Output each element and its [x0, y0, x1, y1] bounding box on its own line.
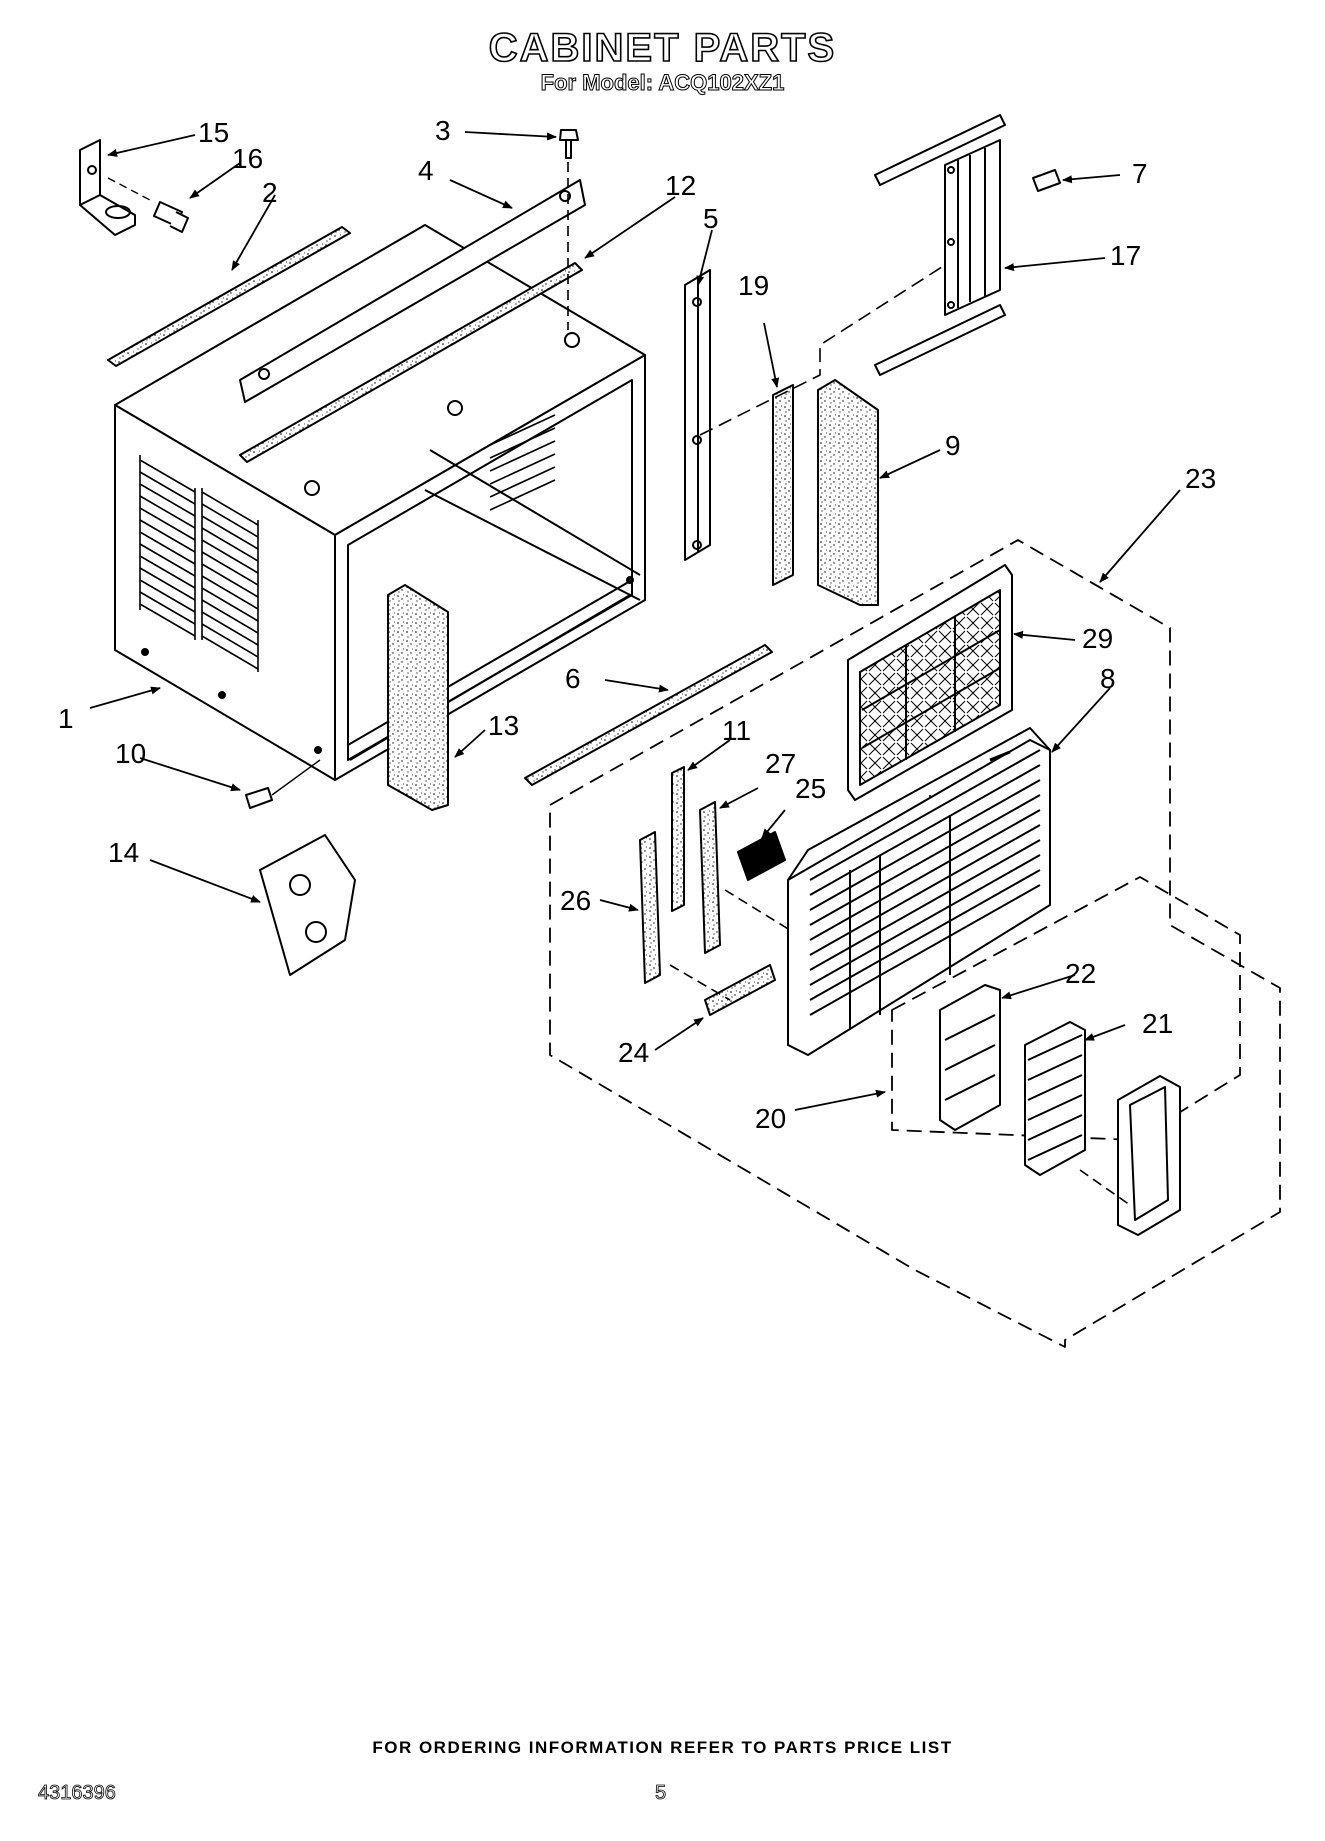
ordering-info-note: FOR ORDERING INFORMATION REFER TO PARTS …	[372, 1738, 953, 1757]
callout-13: 13	[488, 710, 519, 741]
louver-21	[1024, 1021, 1086, 1176]
callout-1: 1	[58, 703, 74, 734]
callout-9: 9	[945, 430, 961, 461]
seal-strip-12	[239, 262, 583, 463]
callout-27: 27	[765, 748, 796, 779]
foam-panel-9	[817, 379, 879, 606]
page-title: CABINET PARTS	[488, 25, 837, 71]
callout-16: 16	[232, 143, 263, 174]
top-channel-bar	[239, 179, 586, 403]
foam-panel-13	[387, 584, 449, 811]
page-number: 5	[655, 1782, 667, 1805]
model-subtitle: For Model: ACQ102XZ1	[540, 70, 785, 96]
callout-19: 19	[738, 270, 769, 301]
mounting-bracket-22	[939, 984, 1001, 1131]
air-filter-29	[847, 564, 1013, 801]
callout-4: 4	[418, 155, 434, 186]
side-frame-17	[874, 114, 1006, 376]
callout-6: 6	[565, 663, 581, 694]
document-number: 4316396	[38, 1782, 117, 1805]
foam-block-24	[704, 964, 776, 1016]
callout-26: 26	[560, 885, 591, 916]
callout-12: 12	[665, 170, 696, 201]
callout-2: 2	[262, 177, 278, 208]
louver-frame	[1117, 1075, 1181, 1236]
screw-10	[245, 787, 273, 809]
callout-11: 11	[722, 715, 751, 746]
callout-22: 22	[1065, 958, 1096, 989]
callout-23: 23	[1185, 463, 1216, 494]
front-grille-8	[787, 727, 1051, 1056]
callout-5: 5	[703, 203, 719, 234]
callout-15: 15	[198, 117, 229, 148]
screw-3	[559, 129, 579, 159]
foam-strip-19	[772, 384, 794, 586]
screw-16	[153, 201, 189, 233]
bracket-15	[79, 139, 136, 236]
clip-14	[259, 834, 356, 976]
foam-strip-26	[639, 831, 661, 984]
callout-7: 7	[1132, 158, 1148, 189]
callout-21: 21	[1142, 1008, 1173, 1039]
callout-20: 20	[755, 1103, 786, 1134]
callout-25: 25	[795, 773, 826, 804]
callout-3: 3	[435, 115, 451, 146]
foam-strip-27	[699, 801, 721, 954]
callout-10: 10	[115, 738, 146, 769]
callout-17: 17	[1110, 240, 1141, 271]
label-25	[737, 831, 786, 881]
callout-24: 24	[618, 1037, 649, 1068]
top-seal-strip	[107, 226, 351, 367]
bottom-strip-6	[524, 644, 773, 786]
callout-29: 29	[1082, 623, 1113, 654]
callout-8: 8	[1100, 663, 1116, 694]
callout-14: 14	[108, 837, 139, 868]
foam-strip-11	[671, 766, 685, 912]
screw-7	[1032, 169, 1061, 192]
